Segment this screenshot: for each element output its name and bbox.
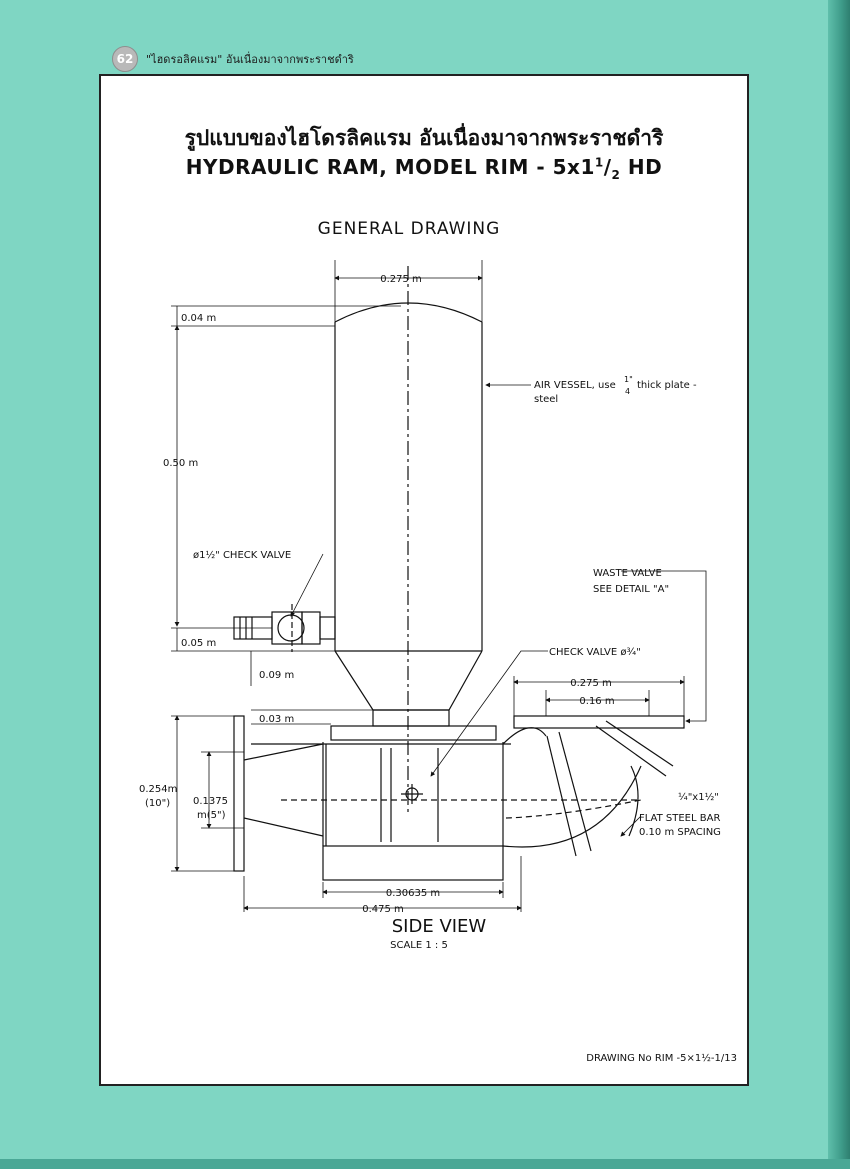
callout-flat-bar-size: ¼"x1½" <box>678 791 719 803</box>
dim-vessel-height: 0.50 m <box>163 458 198 469</box>
page-edge <box>828 0 850 1169</box>
dim-inner-height: 0.1375 <box>193 796 228 807</box>
dim-plate-height: 0.03 m <box>259 714 294 725</box>
running-header: 62 "ไฮดรอลิคแรม" อันเนื่องมาจากพระราชดำร… <box>112 46 354 72</box>
title-english-prefix: HYDRAULIC RAM, MODEL RIM - 5x1 <box>185 155 595 179</box>
dim-body-height: 0.254m <box>139 784 177 795</box>
dim-waste-inner: 0.16 m <box>579 696 614 707</box>
dim-dome-height: 0.04 m <box>181 313 216 324</box>
callout-outlet-check-valve: ø1½" CHECK VALVE <box>193 549 291 561</box>
drawing-frame: รูปแบบของไฮโดรลิคแรม อันเนื่องมาจากพระรา… <box>99 74 749 1086</box>
waste-valve-plate <box>513 715 685 729</box>
base-plate <box>330 725 497 741</box>
title-thai: รูปแบบของไฮโดรลิคแรม อันเนื่องมาจากพระรา… <box>184 126 664 150</box>
dim-cone-height: 0.09 m <box>259 670 294 681</box>
body-bottom-plate <box>322 845 504 881</box>
callout-waste-valve-1: WASTE VALVE <box>593 568 662 579</box>
bottom-edge <box>0 1159 850 1169</box>
outlet-check-valve <box>277 614 305 642</box>
title-english-sup: 1 <box>594 155 604 170</box>
callout-check-valve-inner: CHECK VALVE ø¾" <box>549 647 641 658</box>
technical-drawing: GENERAL DRAWING 0.275 m 0.04 m 0.50 m 0.… <box>139 219 737 1064</box>
drawing-heading: GENERAL DRAWING <box>318 219 501 239</box>
inlet-flange <box>233 715 245 872</box>
dim-top-width: 0.275 m <box>380 274 422 285</box>
title-english-sub: 2 <box>611 168 621 182</box>
waste-elbow <box>502 727 547 745</box>
callout-air-vessel-2: thick plate - <box>637 380 697 391</box>
view-scale: SCALE 1 : 5 <box>390 940 448 951</box>
dim-waste-width: 0.275 m <box>570 678 612 689</box>
callout-waste-valve-2: SEE DETAIL "A" <box>593 584 669 595</box>
dim-body-width: 0.30635 m <box>386 888 440 899</box>
page-number-badge: 62 <box>112 46 138 72</box>
running-title: "ไฮดรอลิคแรม" อันเนื่องมาจากพระราชดำริ <box>146 53 354 66</box>
title-english-slash: / <box>603 155 612 179</box>
title-english: HYDRAULIC RAM, MODEL RIM - 5x11/2 HD <box>101 155 747 182</box>
callout-air-vessel-frac-num: 1" <box>624 375 633 384</box>
callout-air-vessel-frac-den: 4 <box>625 387 630 396</box>
drawing-number: DRAWING No RIM -5×1½-1/13 <box>586 1052 737 1064</box>
title-english-suffix: HD <box>620 155 663 179</box>
callout-flat-bar-1: FLAT STEEL BAR <box>639 813 720 824</box>
vessel-neck <box>372 709 450 727</box>
dim-body-height-in: (10") <box>145 798 170 809</box>
dim-outlet-height: 0.05 m <box>181 638 216 649</box>
callout-air-vessel-1: AIR VESSEL, use <box>534 380 616 391</box>
view-title: SIDE VIEW <box>392 916 487 937</box>
callout-flat-bar-2: 0.10 m SPACING <box>639 827 721 838</box>
dim-total-width: 0.475 m <box>362 904 404 915</box>
callout-air-vessel-3: steel <box>534 394 558 405</box>
dim-inner-height-in: m(5") <box>197 810 226 821</box>
